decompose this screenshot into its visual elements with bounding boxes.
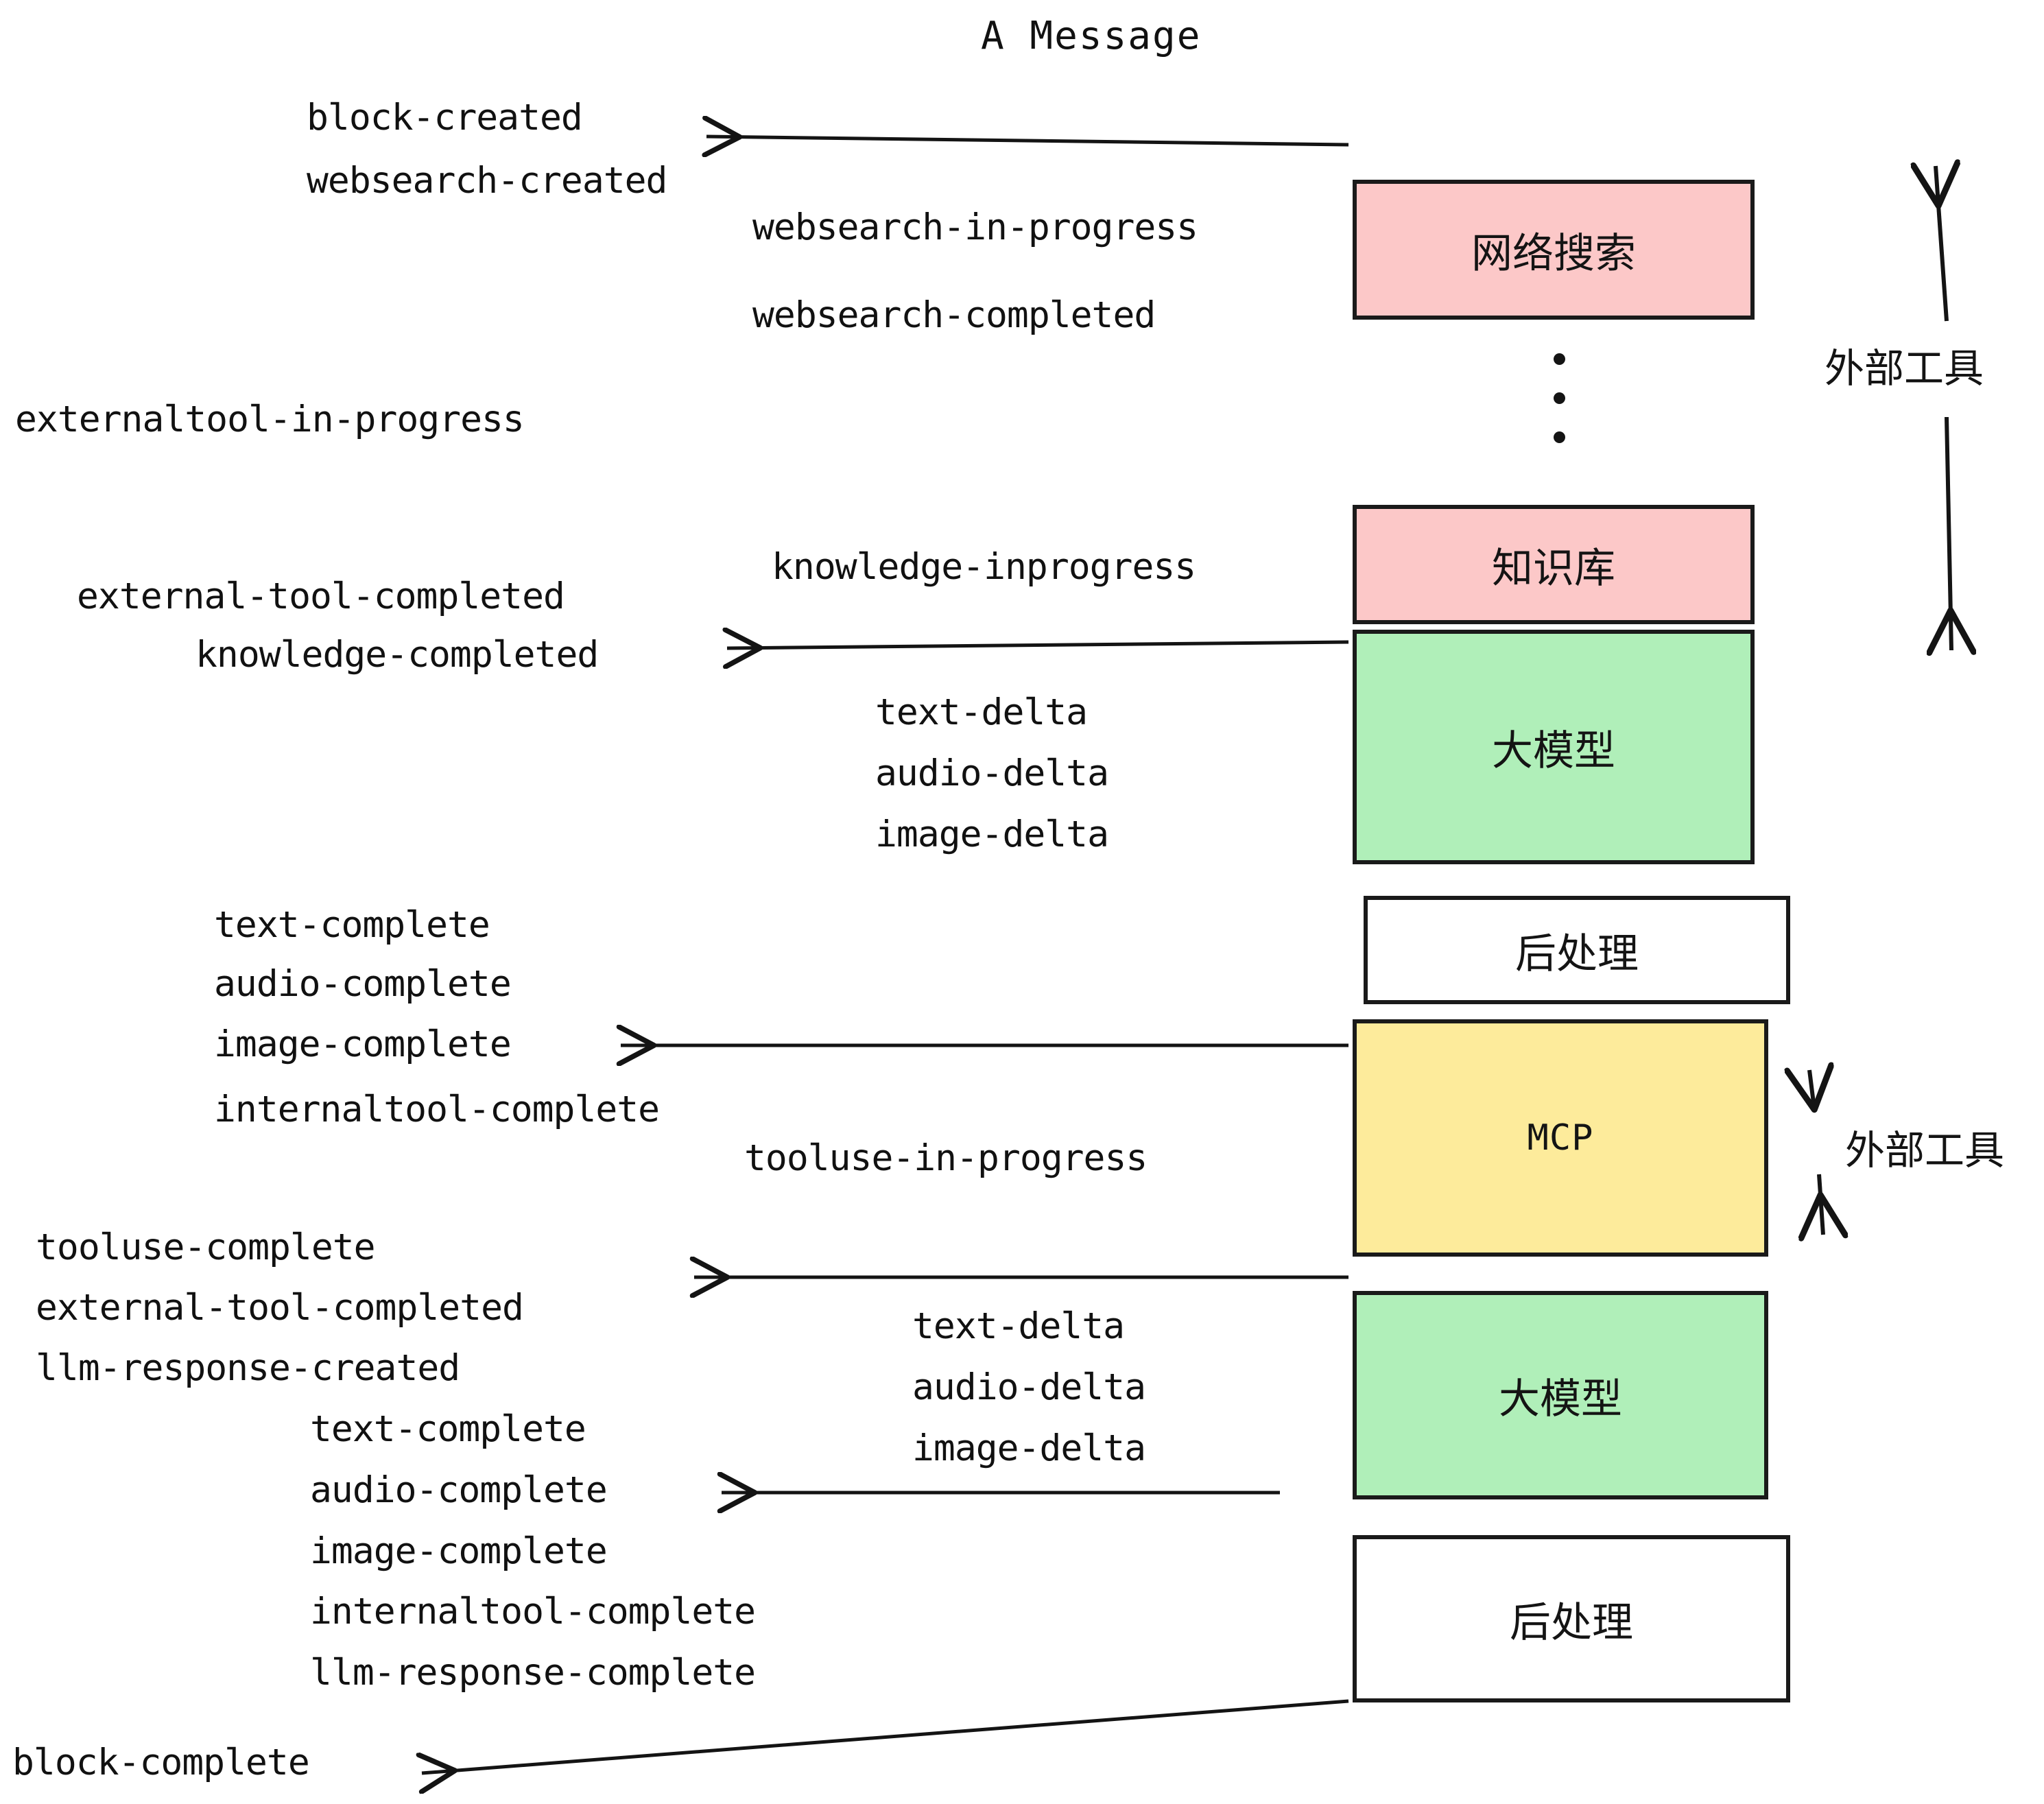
event-external-tool-completed-2: external-tool-completed xyxy=(36,1287,524,1329)
event-knowledge-inprogress: knowledge-inprogress xyxy=(772,546,1196,588)
event-audio-delta-1: audio-delta xyxy=(875,752,1109,794)
arrow-websearch-to-block-created xyxy=(706,137,1349,145)
event-tooluse-complete: tooluse-complete xyxy=(36,1226,376,1268)
event-externaltool-in-progress: externaltool-in-progress xyxy=(15,399,525,440)
event-audio-complete-2: audio-complete xyxy=(310,1469,608,1511)
event-block-created: block-created xyxy=(307,97,583,139)
ellipsis-dot xyxy=(1554,353,1565,365)
event-websearch-in-progress: websearch-in-progress xyxy=(752,206,1198,248)
arrow-external-tool-bottom-down xyxy=(1819,1174,1823,1235)
box-postprocess-top-label: 后处理 xyxy=(1515,929,1639,978)
box-llm-bottom: 大模型 xyxy=(1353,1291,1768,1499)
arrow-knowledge-to-knowledge-completed xyxy=(727,642,1349,648)
event-audio-complete-1: audio-complete xyxy=(214,963,512,1005)
event-audio-delta-2: audio-delta xyxy=(912,1366,1146,1408)
box-knowledge: 知识库 xyxy=(1353,505,1755,624)
box-llm-top: 大模型 xyxy=(1353,630,1755,864)
box-llm-top-label: 大模型 xyxy=(1492,726,1615,775)
box-postprocess-bottom: 后处理 xyxy=(1353,1535,1790,1702)
event-image-complete-1: image-complete xyxy=(214,1023,512,1065)
box-mcp: MCP xyxy=(1353,1019,1768,1257)
arrow-external-tool-top-down xyxy=(1947,416,1951,650)
event-text-complete-2: text-complete xyxy=(310,1408,586,1450)
box-postprocess-bottom-label: 后处理 xyxy=(1510,1598,1633,1647)
event-tooluse-in-progress: tooluse-in-progress xyxy=(744,1137,1148,1179)
page-title: A Message xyxy=(981,14,1202,58)
ellipsis-dot xyxy=(1554,392,1565,404)
box-websearch-label: 网络搜索 xyxy=(1471,229,1636,278)
ellipsis-dot xyxy=(1554,431,1565,443)
event-websearch-completed: websearch-completed xyxy=(752,294,1156,336)
arrow-external-tool-bottom-up xyxy=(1809,1070,1814,1103)
event-text-complete-1: text-complete xyxy=(214,904,490,946)
event-text-delta-1: text-delta xyxy=(875,691,1088,733)
event-llm-response-complete: llm-response-complete xyxy=(310,1652,756,1694)
event-internaltool-complete-2: internaltool-complete xyxy=(310,1591,756,1633)
box-postprocess-top: 后处理 xyxy=(1364,896,1790,1004)
box-mcp-label: MCP xyxy=(1527,1117,1594,1159)
event-knowledge-completed: knowledge-completed xyxy=(195,634,599,676)
vertical-ellipsis xyxy=(1554,340,1565,457)
side-label-external-tool-top: 外部工具 xyxy=(1825,345,1984,392)
event-image-delta-2: image-delta xyxy=(912,1427,1146,1469)
arrow-external-tool-top-up xyxy=(1936,166,1947,322)
event-image-delta-1: image-delta xyxy=(875,814,1109,855)
event-text-delta-2: text-delta xyxy=(912,1305,1125,1347)
event-websearch-created: websearch-created xyxy=(307,160,667,202)
box-knowledge-label: 知识库 xyxy=(1492,544,1615,593)
arrow-postprocess-to-block-complete xyxy=(422,1699,1349,1773)
event-block-complete: block-complete xyxy=(12,1742,310,1783)
side-label-external-tool-bottom: 外部工具 xyxy=(1845,1127,2005,1174)
event-internaltool-complete-1: internaltool-complete xyxy=(214,1089,660,1130)
event-image-complete-2: image-complete xyxy=(310,1530,608,1572)
event-external-tool-completed-1: external-tool-completed xyxy=(77,575,565,617)
box-websearch: 网络搜索 xyxy=(1353,180,1755,320)
box-llm-bottom-label: 大模型 xyxy=(1499,1375,1622,1423)
event-llm-response-created: llm-response-created xyxy=(36,1347,460,1389)
